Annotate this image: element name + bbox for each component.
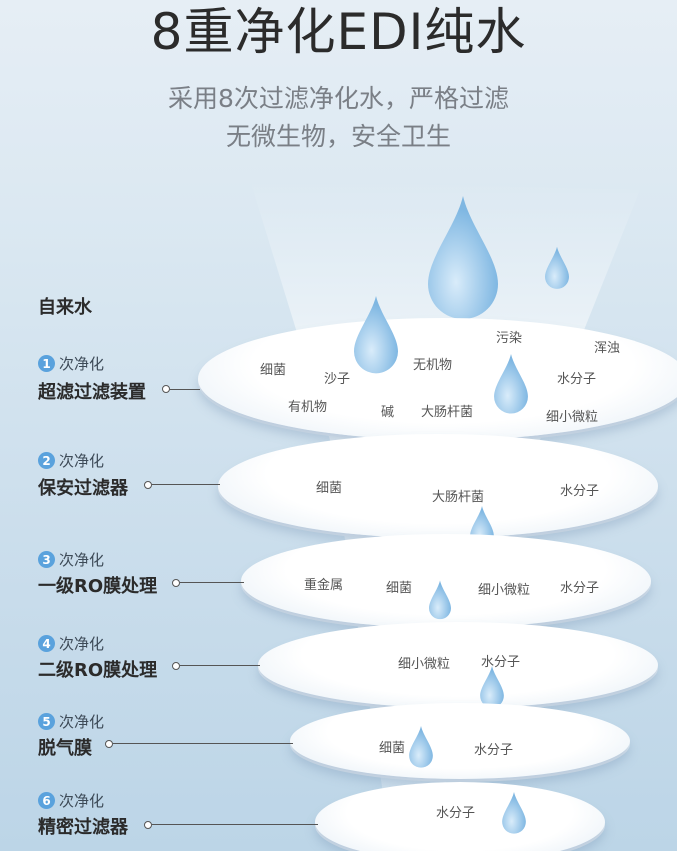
connector-dot: [144, 481, 152, 489]
filter-disc-4: [258, 622, 658, 708]
stage-badge: 3: [38, 551, 55, 568]
stage-name-4: 二级RO膜处理: [38, 660, 158, 681]
contaminant-label: 沙子: [324, 372, 351, 387]
filter-disc-6: [315, 782, 605, 851]
stage-suffix: 次净化: [59, 635, 105, 653]
contaminant-label: 水分子: [481, 655, 521, 670]
stage-name-2: 保安过滤器: [38, 478, 128, 499]
water-drop-icon: [494, 354, 528, 414]
stage-name-6: 精密过滤器: [38, 817, 128, 838]
contaminant-label: 重金属: [304, 578, 344, 593]
filter-disc-5: [290, 703, 630, 779]
contaminant-label: 水分子: [560, 484, 600, 499]
stage-suffix: 次净化: [59, 551, 105, 569]
water-drop-icon: [502, 792, 526, 834]
stage-number-1: 1 次净化: [38, 353, 104, 374]
contaminant-label: 浑浊: [594, 341, 621, 356]
connector-dot: [144, 821, 152, 829]
connector-line: [152, 824, 318, 825]
page-title: 8重净化EDI纯水: [150, 3, 527, 61]
contaminant-label: 水分子: [474, 743, 514, 758]
connector-dot: [105, 740, 113, 748]
connector-dot: [162, 385, 170, 393]
stage-badge: 1: [38, 355, 55, 372]
contaminant-label: 细菌: [386, 581, 413, 596]
contaminant-label: 细菌: [260, 363, 287, 378]
filter-disc-2: [218, 434, 658, 538]
subtitle-line-1: 采用8次过滤净化水，严格过滤: [168, 84, 509, 113]
contaminant-label: 细小微粒: [398, 657, 451, 672]
contaminant-label: 大肠杆菌: [421, 405, 474, 420]
filter-disc-1: [198, 318, 677, 440]
connector-line: [113, 743, 293, 744]
connector-line: [180, 582, 244, 583]
connector-line: [180, 665, 260, 666]
connector-line: [152, 484, 220, 485]
water-drop-icon: [545, 246, 569, 289]
stage-suffix: 次净化: [59, 452, 105, 470]
stage-name-5: 脱气膜: [38, 738, 92, 759]
contaminant-label: 水分子: [436, 806, 476, 821]
stage-badge: 4: [38, 635, 55, 652]
stage-name-3: 一级RO膜处理: [38, 576, 158, 597]
stage-suffix: 次净化: [59, 792, 105, 810]
contaminant-label: 水分子: [557, 372, 597, 387]
connector-line: [170, 389, 200, 390]
contaminant-label: 细菌: [379, 741, 406, 756]
source-label: 自来水: [38, 297, 92, 318]
subtitle-line-2: 无微生物，安全卫生: [225, 122, 451, 151]
stage-badge: 6: [38, 792, 55, 809]
contaminant-label: 无机物: [413, 358, 453, 373]
contaminant-label: 有机物: [288, 400, 328, 415]
connector-dot: [172, 579, 180, 587]
stage-number-5: 5 次净化: [38, 711, 104, 732]
contaminant-label: 污染: [496, 331, 523, 346]
contaminant-label: 水分子: [560, 581, 600, 596]
stage-number-2: 2 次净化: [38, 450, 104, 471]
stage-badge: 5: [38, 713, 55, 730]
contaminant-label: 细小微粒: [478, 583, 531, 598]
water-drop-icon: [428, 196, 498, 319]
water-drop-icon: [429, 580, 451, 620]
stage-number-3: 3 次净化: [38, 549, 104, 570]
page-subtitle: 采用8次过滤净化水，严格过滤 无微生物，安全卫生: [0, 80, 677, 156]
contaminant-label: 细小微粒: [546, 410, 599, 425]
stage-suffix: 次净化: [59, 355, 105, 373]
stage-name-1: 超滤过滤装置: [38, 382, 146, 403]
stage-suffix: 次净化: [59, 713, 105, 731]
water-drop-icon: [354, 296, 398, 374]
water-drop-icon: [409, 726, 433, 768]
stage-number-4: 4 次净化: [38, 633, 104, 654]
contaminant-label: 大肠杆菌: [432, 490, 485, 505]
stage-badge: 2: [38, 452, 55, 469]
contaminant-label: 碱: [381, 405, 395, 420]
contaminant-label: 细菌: [316, 481, 343, 496]
stage-number-6: 6 次净化: [38, 790, 104, 811]
water-drop-icon: [480, 666, 504, 708]
connector-dot: [172, 662, 180, 670]
